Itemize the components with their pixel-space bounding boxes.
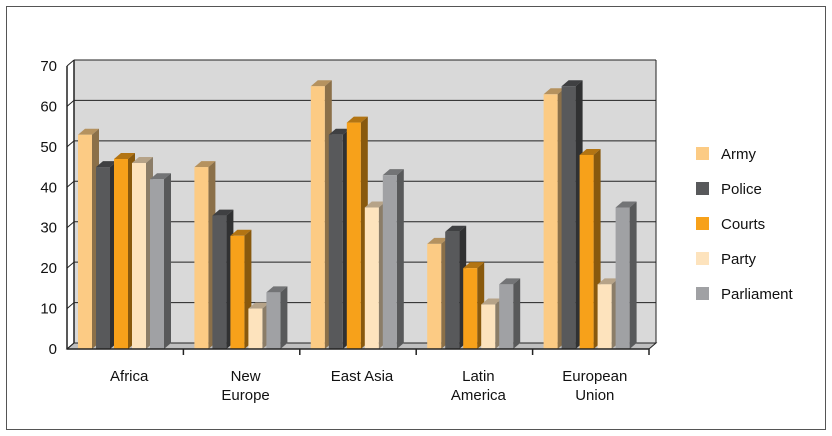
- x-category-label-line: East Asia: [331, 368, 394, 385]
- bar-army-0: [78, 134, 92, 349]
- legend-swatch-party: [696, 252, 709, 265]
- y-tick-label: 70: [40, 58, 57, 75]
- bar-top: [328, 128, 350, 135]
- bar-party-0: [132, 163, 146, 349]
- x-category-label-line: Union: [575, 387, 614, 404]
- bar-courts-3: [463, 268, 478, 349]
- bar-army-1: [194, 167, 209, 349]
- bar-side: [280, 286, 288, 349]
- legend-label-courts: Courts: [721, 216, 765, 233]
- bar-courts-0: [114, 158, 128, 349]
- legend-label-party: Party: [721, 251, 757, 268]
- bars: [78, 80, 637, 350]
- bar-parliament-0: [150, 179, 164, 349]
- bar-courts-4: [579, 154, 594, 349]
- y-tick-label: 20: [40, 260, 57, 277]
- x-category-label: East Asia: [331, 368, 394, 385]
- bar-party-3: [481, 304, 496, 349]
- y-tick-label: 10: [40, 301, 57, 318]
- bar-side: [164, 173, 171, 349]
- x-category-label-line: America: [451, 387, 507, 404]
- legend-label-police: Police: [721, 181, 762, 198]
- legend-swatch-courts: [696, 217, 709, 230]
- bar-side: [513, 278, 521, 349]
- grid-diagonal-0: [66, 342, 75, 350]
- grid-diagonal-7: [66, 59, 75, 67]
- x-category-label-line: Europe: [221, 387, 269, 404]
- grid-diagonal-2: [66, 261, 75, 269]
- bar-top: [78, 128, 99, 135]
- bar-courts-1: [230, 235, 245, 349]
- bar-army-3: [427, 243, 442, 349]
- bar-party-2: [364, 207, 379, 349]
- y-tick-label: 30: [40, 220, 57, 237]
- y-tick-label: 50: [40, 139, 57, 156]
- bar-police-1: [212, 215, 227, 349]
- bar-army-2: [310, 86, 325, 349]
- bar-parliament-3: [499, 284, 514, 349]
- legend-swatch-army: [696, 147, 709, 160]
- bar-police-4: [561, 86, 576, 349]
- x-category-label-line: Latin: [462, 368, 495, 385]
- legend-swatch-police: [696, 182, 709, 195]
- y-tick-label: 60: [40, 98, 57, 115]
- x-category-label-line: European: [562, 368, 627, 385]
- grid-diagonal-3: [66, 221, 75, 229]
- grid-diagonal-5: [66, 140, 75, 148]
- legend-label-parliament: Parliament: [721, 286, 794, 303]
- grid-diagonal-4: [66, 180, 75, 188]
- x-category-label-line: New: [231, 368, 261, 385]
- bar-parliament-1: [266, 292, 281, 349]
- x-category-label-line: Africa: [110, 368, 149, 385]
- bar-parliament-4: [615, 207, 630, 349]
- bar-army-4: [543, 94, 558, 349]
- grid-diagonal-1: [66, 302, 75, 309]
- bar-party-4: [597, 284, 612, 349]
- bar-side: [629, 201, 637, 349]
- bar-party-1: [248, 308, 263, 349]
- y-tick-label: 0: [49, 341, 57, 358]
- grid-diagonal-6: [66, 100, 75, 107]
- legend-label-army: Army: [721, 146, 756, 163]
- bar-courts-2: [346, 122, 361, 349]
- bar-side: [396, 169, 404, 349]
- y-tick-label: 40: [40, 179, 57, 196]
- bar-parliament-2: [382, 175, 397, 349]
- bar-police-3: [445, 231, 460, 349]
- bar-police-0: [96, 167, 110, 349]
- bar-police-2: [328, 134, 343, 349]
- x-category-label: Africa: [110, 368, 149, 385]
- legend-swatch-parliament: [696, 287, 709, 300]
